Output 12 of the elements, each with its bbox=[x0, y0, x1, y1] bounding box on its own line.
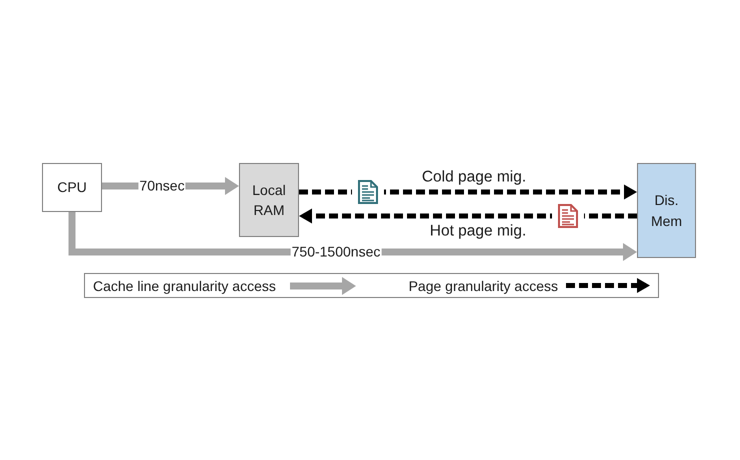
edge-label: Cold page mig. bbox=[420, 168, 528, 188]
node-label: Local RAM bbox=[251, 180, 287, 220]
legend-label: Page granularity access bbox=[408, 278, 558, 294]
node-label: CPU bbox=[57, 178, 87, 198]
process-box bbox=[42, 163, 102, 212]
dashed-arrow bbox=[299, 208, 637, 224]
process-box bbox=[637, 163, 696, 258]
legend-label: Cache line granularity access bbox=[93, 278, 276, 294]
process-box bbox=[239, 163, 299, 237]
edge-label: Hot page mig. bbox=[428, 222, 528, 242]
node-label: Dis. Mem bbox=[650, 191, 684, 230]
dashed-arrow bbox=[299, 184, 637, 200]
